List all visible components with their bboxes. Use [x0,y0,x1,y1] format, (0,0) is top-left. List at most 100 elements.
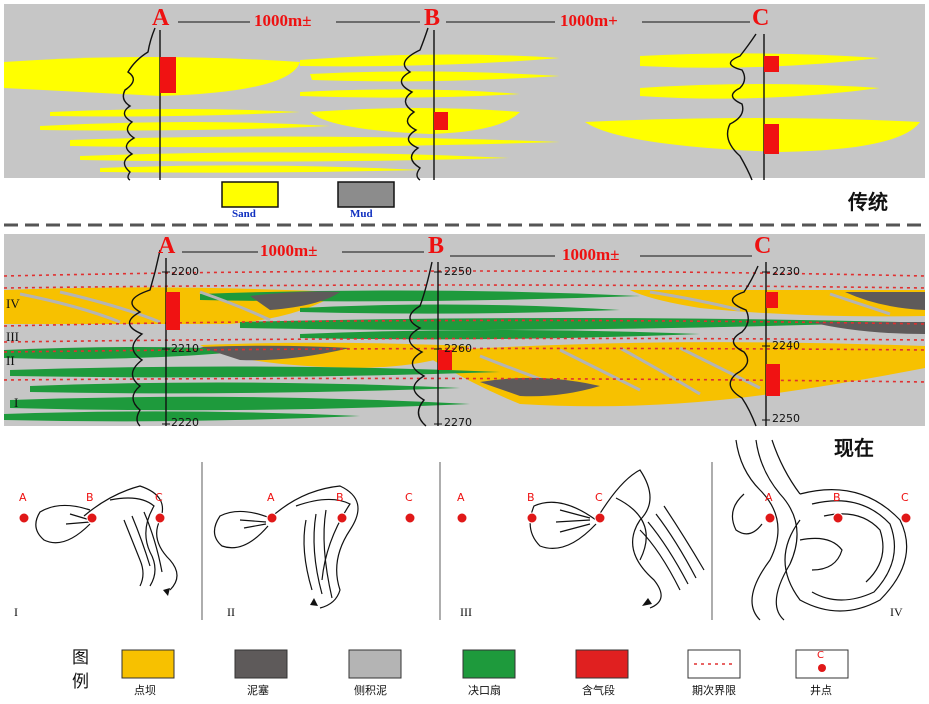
map-panel-label-ii: II [227,605,235,619]
depth-ticks [162,271,770,425]
depth-label-a: 2210 [171,342,199,355]
stage-label-ii: II [6,353,15,368]
crevasse-splay [30,382,460,394]
depth-label-b: 2260 [444,342,472,355]
legend-title-bottom: 例 [72,672,89,692]
legend-label-well: 井点 [810,684,832,697]
mud-plug [810,322,925,334]
map-panel-label-iii: III [460,605,472,619]
depth-label-c: 2250 [772,412,800,425]
sand-lens [640,84,880,99]
gas-interval [764,124,779,154]
legend-mud-label: Mud [350,208,373,220]
legend-sand-label: Sand [232,208,256,220]
depth-label-a: 2200 [171,265,199,278]
legend-well-letter: C [817,650,824,661]
legend-swatches [121,649,849,679]
log-curve-a [128,249,161,427]
plan-view-maps [18,439,912,621]
legend-swatch-lateral-mud [348,649,402,679]
spacing-lines-current [182,251,752,257]
stage-label-i: I [14,395,19,410]
trad-spacing-bc: 1000m+ [560,11,618,30]
map-i-well-b: B [86,491,94,504]
legend-label-crevasse: 决口扇 [468,684,501,697]
map-i-well-c: C [155,491,163,504]
traditional-section-label: 传统 [848,190,888,214]
gas-interval [434,112,448,130]
stage-label-iii: III [6,329,19,344]
cur-well-a-label: A [158,233,176,259]
log-curve-b [408,261,433,427]
stage-label-iv: IV [6,296,20,311]
legend-label-mud-plug: 泥塞 [247,684,269,697]
gas-interval [166,292,180,330]
gas-interval [160,57,176,93]
crevasse-splay [300,304,620,314]
sand-bodies-traditional [4,53,920,173]
cur-spacing-ab: 1000m± [260,241,318,260]
legend-swatch-crevasse [462,649,516,679]
sand-lens [70,136,560,148]
trad-well-a-label: A [152,5,170,31]
sand-lens [4,57,300,96]
cur-well-c-label: C [754,233,772,259]
map-iv [731,439,908,621]
sand-lens [310,108,520,134]
map-panel-label-i: I [14,605,18,619]
legend-swatch-point-bar [121,649,175,679]
mud-plug [250,291,340,310]
sand-lens [40,122,330,131]
legend-mud-swatch [337,181,395,208]
crevasse-splay [300,330,700,340]
map-iii-well-b: B [527,491,535,504]
depth-label-b: 2250 [444,265,472,278]
gas-intervals-current [166,292,780,396]
traditional-panel [4,4,925,208]
map-iii [529,469,705,609]
log-curve-b [400,27,429,181]
map-ii-well-c: C [405,491,413,504]
map-panel-label-iv: IV [890,605,903,619]
map-iv-well-b: B [833,491,841,504]
gas-interval [766,292,778,308]
well-logs-traditional [122,27,765,181]
map-iii-well-a: A [457,491,465,504]
legend-label-gas: 含气段 [582,684,615,697]
lateral-accretion-mud [19,290,891,396]
map-ii [213,485,359,609]
sand-lens [50,109,300,117]
gas-interval [764,56,779,72]
depth-label-c: 2230 [772,265,800,278]
cur-well-b-label: B [428,233,445,259]
well-logs-current [128,249,767,427]
cur-spacing-bc: 1000m± [562,245,620,264]
log-curve-c [729,265,759,427]
current-panel [3,234,926,427]
legend-label-boundary: 期次界限 [692,684,736,697]
depth-label-a: 2220 [171,416,199,429]
gas-intervals-traditional [160,56,779,154]
sand-lens [300,54,560,67]
mud-plug [480,377,600,397]
stage-boundaries [3,270,926,383]
crevasse-splay [10,396,470,411]
well-points [18,512,912,524]
current-section-label: 现在 [834,436,874,460]
crevasse-splay [4,347,260,359]
log-curve-a [122,27,156,181]
map-iv-well-c: C [901,491,909,504]
map-i [35,485,178,591]
sand-lens [640,53,880,68]
trad-spacing-ab: 1000m± [254,11,312,30]
crevasse-splay [4,411,360,422]
flow-arrows [163,588,652,606]
legend-swatch-gas [575,649,629,679]
map-ii-well-b: B [336,491,344,504]
trad-well-b-label: B [424,5,441,31]
map-iv-well-a: A [765,491,773,504]
legend-label-point-bar: 点坝 [134,684,156,697]
sand-lens [80,152,510,162]
map-iii-well-c: C [595,491,603,504]
